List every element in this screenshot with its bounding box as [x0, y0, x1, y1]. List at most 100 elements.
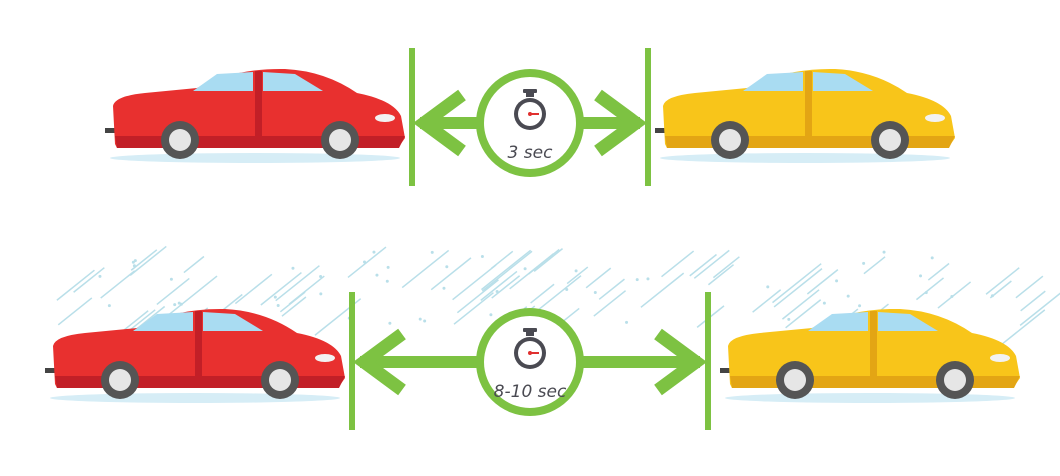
- rain-streak: [453, 292, 494, 325]
- rain-streak: [585, 267, 612, 289]
- rain-streak: [490, 250, 514, 270]
- rain-drop: [846, 294, 850, 298]
- rain-streak: [491, 275, 521, 299]
- rain-streak: [712, 256, 740, 279]
- rain-streak: [773, 268, 823, 308]
- rain-drop: [177, 301, 181, 305]
- rain-streak: [772, 263, 822, 304]
- rain-drop: [273, 295, 277, 299]
- rain-drop: [388, 321, 392, 325]
- rain-streak: [275, 265, 320, 302]
- rain-streak: [533, 248, 563, 272]
- rain-drop: [882, 250, 886, 254]
- rain-drop: [98, 274, 102, 278]
- rain-drop: [385, 279, 389, 283]
- rain-drop: [442, 286, 446, 290]
- rain-streak: [430, 257, 472, 291]
- rain-drop: [418, 317, 422, 321]
- rain-streak: [535, 275, 582, 313]
- rain-drop: [386, 265, 390, 269]
- rain-streak: [480, 249, 532, 291]
- rain-streak: [985, 267, 1020, 295]
- rain-streak: [528, 248, 560, 275]
- rain-drop: [319, 292, 323, 296]
- rain-streak: [863, 256, 886, 275]
- rain-streak: [707, 264, 735, 286]
- rain-streak: [781, 289, 820, 320]
- rain-streak: [260, 271, 302, 306]
- rain-streak: [1019, 292, 1060, 326]
- rain-drop: [787, 317, 791, 321]
- rain-streak: [915, 277, 944, 301]
- rain-streak: [1020, 290, 1046, 312]
- rain-streak: [752, 289, 782, 313]
- rain-drop: [423, 319, 427, 323]
- following-car-icon: [720, 308, 1020, 403]
- rain-drop: [133, 259, 137, 263]
- rain-streak: [167, 275, 218, 316]
- lead-car-icon: [45, 308, 345, 403]
- rain-icon: [56, 245, 1060, 351]
- rain-drop: [523, 267, 527, 271]
- following-car-icon: [655, 68, 955, 163]
- rain-streak: [127, 309, 156, 333]
- rain-streak: [481, 250, 533, 292]
- rain-drop: [445, 265, 449, 269]
- rain-drop: [930, 256, 934, 260]
- rain-drop: [319, 274, 323, 278]
- rain-streak: [640, 272, 685, 308]
- rain-streak: [566, 266, 589, 285]
- rain-drop: [480, 254, 484, 258]
- rain-drop: [625, 320, 629, 324]
- scene-dry: 3 sec: [105, 48, 955, 186]
- rain-drop: [489, 313, 493, 317]
- rain-drop: [835, 279, 839, 283]
- rain-drop: [593, 291, 597, 295]
- rain-drop: [950, 294, 954, 298]
- rain-drop: [635, 278, 639, 282]
- rain-drop: [372, 250, 376, 254]
- rain-streak: [452, 264, 497, 301]
- rain-drop: [766, 285, 770, 289]
- rain-streak: [937, 281, 972, 309]
- rain-drop: [565, 288, 569, 292]
- rain-streak: [998, 309, 1046, 348]
- rain-streak: [100, 270, 136, 299]
- rain-streak: [73, 267, 105, 293]
- rain-streak: [530, 283, 555, 304]
- rain-streak: [57, 297, 93, 326]
- rain-drop: [495, 290, 499, 294]
- rain-drop: [646, 277, 650, 281]
- rain-streak: [279, 291, 306, 313]
- rain-drop: [990, 294, 994, 298]
- time-label: 3 sec: [508, 143, 554, 163]
- rain-drop: [430, 250, 434, 254]
- rain-streak: [989, 280, 1012, 299]
- rain-streak: [347, 246, 387, 279]
- rain-drop: [924, 291, 928, 295]
- rain-streak: [129, 245, 167, 276]
- rain-streak: [456, 279, 499, 314]
- rain-drop: [375, 273, 379, 277]
- rain-drop: [132, 264, 136, 268]
- rain-drop: [131, 260, 135, 264]
- rain-streak: [281, 296, 307, 317]
- rain-drop: [173, 303, 177, 307]
- rain-streak: [661, 250, 695, 278]
- time-label: 8-10 sec: [494, 382, 567, 402]
- rain-streak: [234, 273, 273, 305]
- rain-drop: [858, 304, 862, 308]
- rain-streak: [130, 249, 158, 271]
- rain-streak: [183, 255, 205, 274]
- rain-streak: [927, 262, 950, 281]
- rain-drop: [291, 266, 295, 270]
- rain-streak: [693, 249, 730, 279]
- rain-drop: [107, 304, 111, 308]
- rain-streak: [1015, 275, 1044, 299]
- rain-streak: [156, 277, 190, 306]
- rain-drop: [862, 261, 866, 265]
- rain-streak: [806, 269, 839, 295]
- rain-streak: [401, 249, 450, 289]
